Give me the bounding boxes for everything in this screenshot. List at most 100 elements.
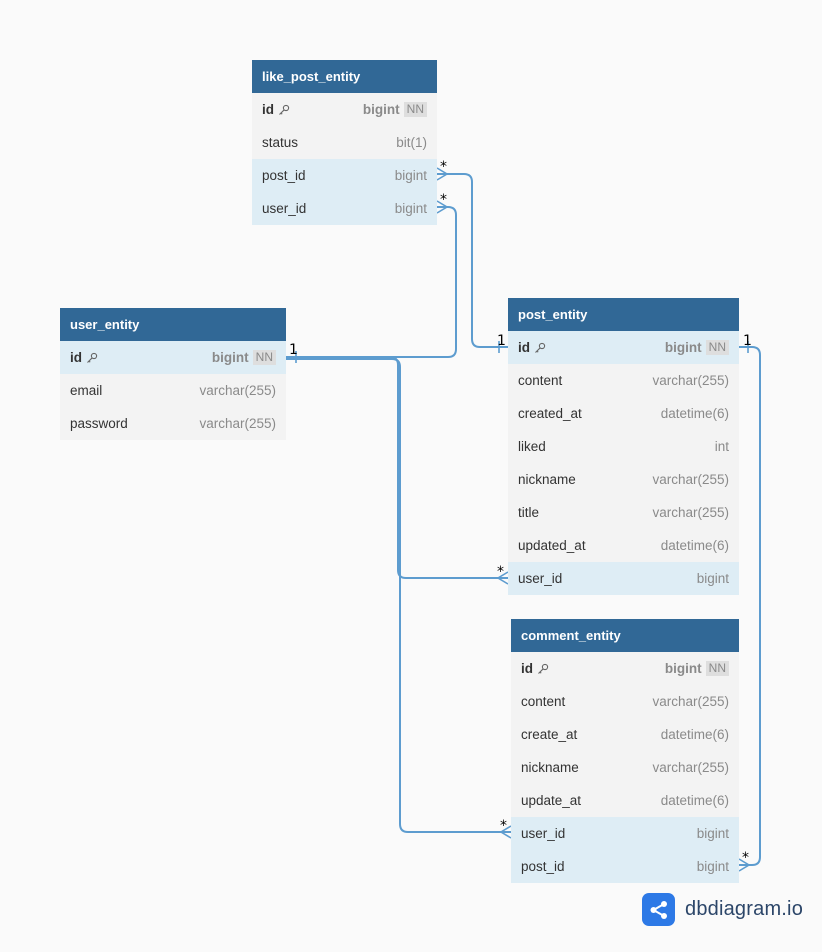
- field-type: varchar(255): [652, 373, 729, 388]
- crowfoot-like-post: [436, 167, 449, 181]
- field-type: bigint: [394, 168, 427, 183]
- crowfoot-like-user: [436, 200, 449, 214]
- field-type: int: [714, 439, 729, 454]
- key-icon: [535, 342, 546, 353]
- field-name: create_at: [521, 727, 578, 742]
- field-name: update_at: [521, 793, 582, 808]
- field-row-email[interactable]: email varchar(255): [60, 374, 286, 407]
- key-icon: [279, 104, 290, 115]
- brand-logo-link[interactable]: dbdiagram.io: [642, 893, 803, 926]
- card-comment-user: *: [500, 818, 507, 834]
- field-name: email: [70, 383, 103, 398]
- link-comment-post-to-post: [739, 346, 761, 866]
- field-row-user-id[interactable]: user_id bigint: [508, 562, 739, 595]
- field-row-content[interactable]: content varchar(255): [508, 364, 739, 397]
- card-post-id-right: 1: [743, 333, 752, 349]
- field-row-nickname[interactable]: nickname varchar(255): [511, 751, 739, 784]
- field-name: user_id: [521, 826, 566, 841]
- crowfoot-post-user: [496, 571, 509, 585]
- field-type: varchar(255): [652, 760, 729, 775]
- field-type: bigint: [664, 661, 702, 676]
- field-row-user-id[interactable]: user_id bigint: [252, 192, 437, 225]
- field-name: id: [521, 661, 533, 676]
- not-null-badge: NN: [252, 350, 276, 365]
- field-type: datetime(6): [660, 793, 729, 808]
- field-type: bigint: [394, 201, 427, 216]
- key-icon: [538, 663, 549, 674]
- table-header[interactable]: post_entity: [508, 298, 739, 331]
- field-name: title: [518, 505, 540, 520]
- card-user-id: 1: [289, 342, 298, 358]
- field-name: liked: [518, 439, 546, 454]
- field-row-updated-at[interactable]: updated_at datetime(6): [508, 529, 739, 562]
- field-type: varchar(255): [652, 694, 729, 709]
- link-post-user-to-user: [286, 356, 508, 579]
- field-name: updated_at: [518, 538, 586, 553]
- link-like-post-to-post: [437, 173, 508, 348]
- field-name: id: [518, 340, 530, 355]
- field-name: id: [70, 350, 82, 365]
- field-type: bigint: [211, 350, 249, 365]
- field-name: id: [262, 102, 274, 117]
- link-like-user-to-user: [286, 206, 457, 358]
- card-comment-post: *: [742, 850, 749, 866]
- field-row-password[interactable]: password varchar(255): [60, 407, 286, 440]
- field-type: bigint: [664, 340, 702, 355]
- field-type: varchar(255): [199, 383, 276, 398]
- field-type: datetime(6): [660, 538, 729, 553]
- field-type: varchar(255): [199, 416, 276, 431]
- field-name: user_id: [262, 201, 307, 216]
- field-type: bit(1): [396, 135, 427, 150]
- field-name: post_id: [262, 168, 306, 183]
- crowfoot-comment-user: [499, 825, 512, 839]
- field-type: bigint: [362, 102, 400, 117]
- card-like-user: *: [440, 192, 447, 208]
- table-header[interactable]: comment_entity: [511, 619, 739, 652]
- crowfoot-comment-post: [738, 858, 751, 872]
- field-name: status: [262, 135, 299, 150]
- field-row-create-at[interactable]: create_at datetime(6): [511, 718, 739, 751]
- field-name: nickname: [518, 472, 576, 487]
- field-type: bigint: [696, 859, 729, 874]
- field-name: nickname: [521, 760, 579, 775]
- field-type: varchar(255): [652, 505, 729, 520]
- card-like-post: *: [440, 159, 447, 175]
- brand-name: dbdiagram.io: [685, 898, 804, 920]
- field-row-liked[interactable]: liked int: [508, 430, 739, 463]
- field-row-post-id[interactable]: post_id bigint: [511, 850, 739, 883]
- field-name: post_id: [521, 859, 565, 874]
- field-row-nickname[interactable]: nickname varchar(255): [508, 463, 739, 496]
- not-null-badge: NN: [705, 340, 729, 355]
- field-row-title[interactable]: title varchar(255): [508, 496, 739, 529]
- card-post-user: *: [497, 564, 504, 580]
- field-name: password: [70, 416, 128, 431]
- field-row-user-id[interactable]: user_id bigint: [511, 817, 739, 850]
- link-comment-user-to-user: [286, 358, 511, 833]
- table-header[interactable]: like_post_entity: [252, 60, 437, 93]
- field-type: bigint: [696, 826, 729, 841]
- field-row-status[interactable]: status bit(1): [252, 126, 437, 159]
- key-icon: [87, 352, 98, 363]
- field-type: bigint: [696, 571, 729, 586]
- field-name: content: [518, 373, 563, 388]
- table-header[interactable]: user_entity: [60, 308, 286, 341]
- field-row-content[interactable]: content varchar(255): [511, 685, 739, 718]
- field-row-update-at[interactable]: update_at datetime(6): [511, 784, 739, 817]
- field-type: datetime(6): [660, 406, 729, 421]
- not-null-badge: NN: [705, 661, 729, 676]
- field-row-post-id[interactable]: post_id bigint: [252, 159, 437, 192]
- field-row-created-at[interactable]: created_at datetime(6): [508, 397, 739, 430]
- card-post-id-left: 1: [497, 333, 506, 349]
- not-null-badge: NN: [403, 102, 427, 117]
- field-type: datetime(6): [660, 727, 729, 742]
